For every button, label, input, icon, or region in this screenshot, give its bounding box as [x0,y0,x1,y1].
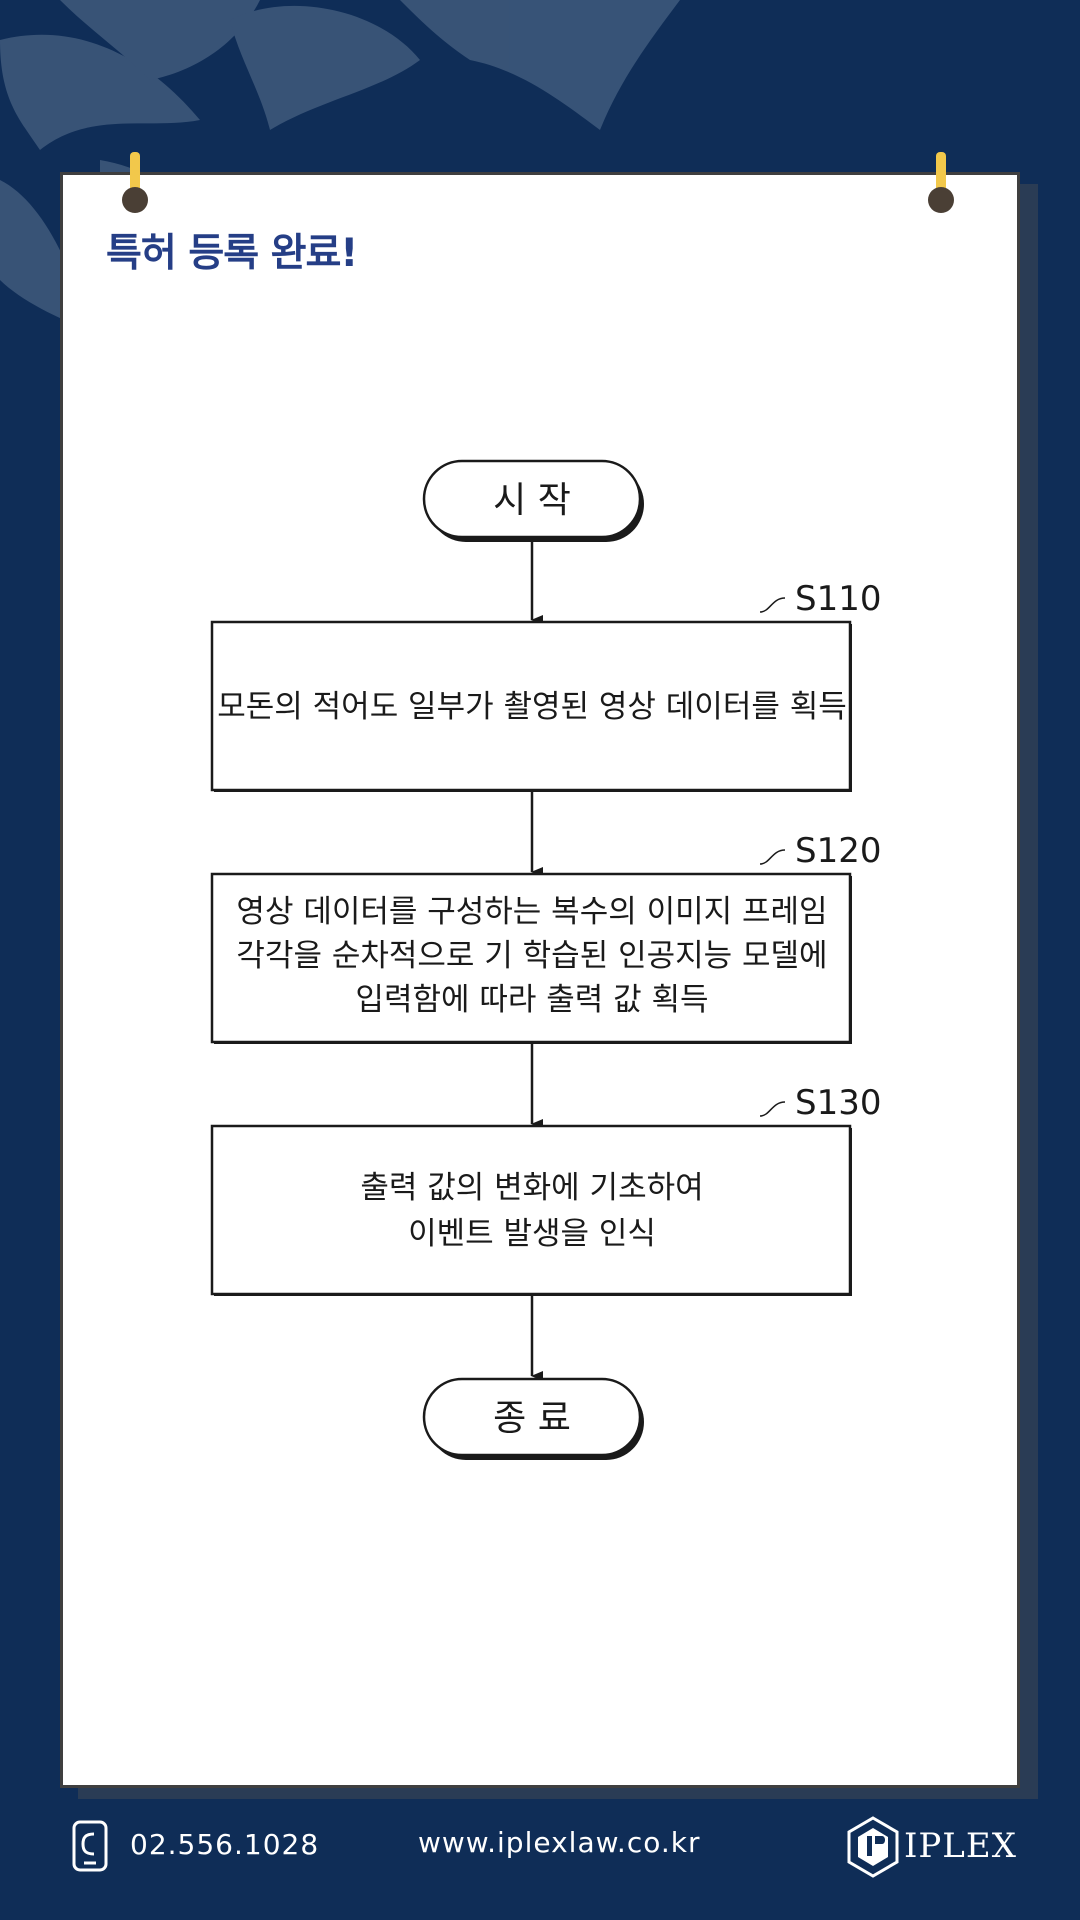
step-id-s120: S120 [795,831,881,871]
footer-phone-number[interactable]: 02.556.1028 [130,1828,320,1861]
phone-icon [72,1820,108,1872]
pin-left-icon [122,152,148,213]
end-label: 종 료 [493,1398,571,1439]
step-box-s110: S110 모돈의 적어도 일부가 촬영된 영상 데이터를 획득 [210,579,881,792]
step-id-s130: S130 [795,1083,881,1123]
iplex-logo-text: IPLEX [904,1826,1017,1866]
step-text-s120-line-3: 입력함에 따라 출력 값 획득 [355,982,708,1018]
step-text-s110: 모돈의 적어도 일부가 촬영된 영상 데이터를 획득 [217,689,847,725]
step-text-s130-line-1: 출력 값의 변화에 기초하여 [360,1170,703,1206]
step-box-s130: S130 출력 값의 변화에 기초하여 이벤트 발생을 인식 [210,1083,881,1296]
end-terminator: 종 료 [422,1377,644,1460]
step-text-s120-line-1: 영상 데이터를 구성하는 복수의 이미지 프레임 [236,894,827,930]
page-title: 특허 등록 완료! [106,231,358,276]
footer-website-link[interactable]: www.iplexlaw.co.kr [418,1826,701,1859]
pin-right-icon [928,152,954,213]
start-terminator: 시 작 [422,459,644,542]
background-leaf-decoration [0,0,680,330]
step-id-s110: S110 [795,579,881,619]
step-box-s120: S120 영상 데이터를 구성하는 복수의 이미지 프레임 각각을 순차적으로 … [210,831,881,1044]
step-text-s130-line-2: 이벤트 발생을 인식 [408,1216,656,1252]
step-text-s120-line-2: 각각을 순차적으로 기 학습된 인공지능 모델에 [236,938,827,974]
iplex-logo-icon [847,1816,899,1878]
start-label: 시 작 [493,480,571,521]
